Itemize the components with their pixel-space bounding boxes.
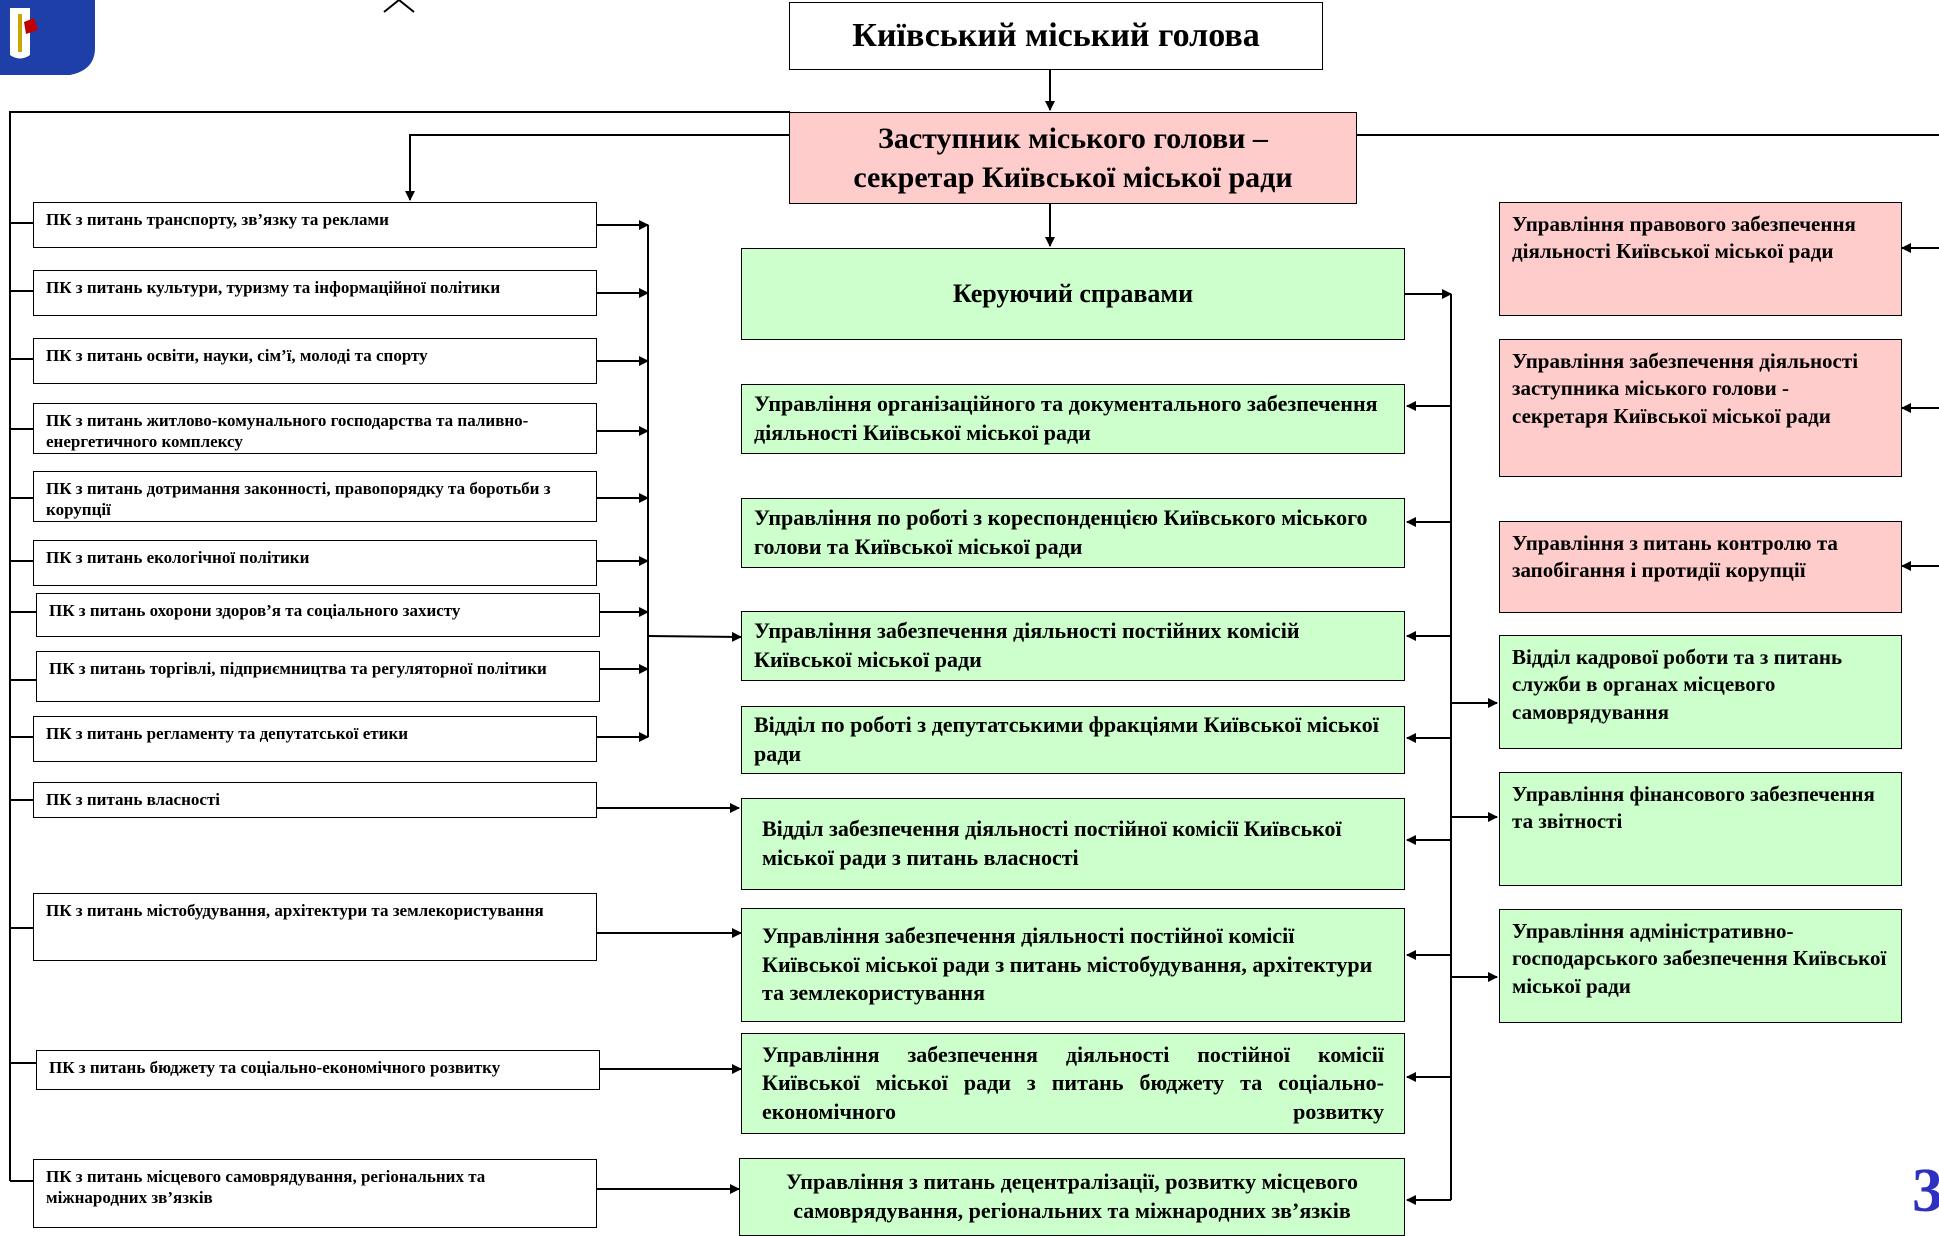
unit-label: Відділ кадрової роботи та з питань служб… xyxy=(1512,645,1843,724)
commission-label: ПК з питань бюджету та соціально-економі… xyxy=(49,1058,501,1077)
commission-label: ПК з питань освіти, науки, сім’ї, молоді… xyxy=(46,346,428,365)
center-unit-2: Управління по роботі з кореспонденцією К… xyxy=(741,498,1405,568)
unit-label: Управління забезпечення діяльності пості… xyxy=(762,923,1373,1006)
center-unit-1: Управління організаційного та документал… xyxy=(741,384,1405,454)
commission-box-11: ПК з питань містобудування, архітектури … xyxy=(33,893,597,961)
commission-box-12: ПК з питань бюджету та соціально-економі… xyxy=(36,1050,600,1090)
page-number: 3 xyxy=(1912,1157,1939,1225)
unit-label: Управління забезпечення діяльності пості… xyxy=(762,1041,1384,1124)
commission-label: ПК з питань транспорту, зв’язку та рекла… xyxy=(46,210,389,229)
commission-label: ПК з питань регламенту та депутатської е… xyxy=(46,724,409,743)
unit-label: Відділ забезпечення діяльності постійної… xyxy=(762,816,1342,870)
deputy-unit-1: Управління правового забезпечення діяльн… xyxy=(1499,202,1902,316)
unit-label: Управління адміністративно-господарськог… xyxy=(1512,919,1887,998)
mayor-label: Київський міський голова xyxy=(852,16,1260,54)
commission-label: ПК з питань дотримання законності, право… xyxy=(46,479,551,520)
deputy-unit-3: Управління з питань контролю та запобіга… xyxy=(1499,521,1902,613)
manager-box: Керуючий справами xyxy=(741,248,1405,340)
commission-label: ПК з питань власності xyxy=(46,790,221,809)
deputy-box: Заступник міського голови – секретар Киї… xyxy=(789,112,1357,204)
commission-box-1: ПК з питань транспорту, зв’язку та рекла… xyxy=(33,202,597,248)
commission-box-7: ПК з питань охорони здоров’я та соціальн… xyxy=(36,593,600,637)
unit-label: Управління з питань децентралізації, роз… xyxy=(785,1169,1359,1223)
center-unit-7: Управління забезпечення діяльності пості… xyxy=(741,1033,1405,1134)
commission-label: ПК з питань охорони здоров’я та соціальн… xyxy=(49,601,461,620)
commission-box-5: ПК з питань дотримання законності, право… xyxy=(33,471,597,522)
unit-label: Управління фінансового забезпечення та з… xyxy=(1512,782,1875,834)
kyiv-emblem-icon xyxy=(0,0,95,75)
mayor-box: Київський міський голова xyxy=(789,2,1323,70)
commission-box-3: ПК з питань освіти, науки, сім’ї, молоді… xyxy=(33,338,597,384)
unit-label: Управління забезпечення діяльності засту… xyxy=(1512,349,1859,428)
manager-unit-3: Управління адміністративно-господарськог… xyxy=(1499,909,1902,1023)
deputy-label: Заступник міського голови – секретар Киї… xyxy=(853,122,1293,194)
commission-box-9: ПК з питань регламенту та депутатської е… xyxy=(33,716,597,762)
unit-label: Управління по роботі з кореспонденцією К… xyxy=(754,505,1368,559)
commission-label: ПК з питань містобудування, архітектури … xyxy=(46,901,544,920)
center-unit-4: Відділ по роботі з депутатськими фракція… xyxy=(741,706,1405,774)
commission-box-13: ПК з питань місцевого самоврядування, ре… xyxy=(33,1159,597,1228)
unit-label: Відділ по роботі з депутатськими фракція… xyxy=(754,712,1379,766)
commission-box-2: ПК з питань культури, туризму та інформа… xyxy=(33,270,597,316)
manager-unit-1: Відділ кадрової роботи та з питань служб… xyxy=(1499,635,1902,749)
commission-label: ПК з питань екологічної політики xyxy=(46,548,310,567)
manager-label: Керуючий справами xyxy=(952,279,1194,309)
commission-box-10: ПК з питань власності xyxy=(33,782,597,818)
unit-label: Управління правового забезпечення діяльн… xyxy=(1512,212,1856,264)
deputy-unit-2: Управління забезпечення діяльності засту… xyxy=(1499,339,1902,477)
commission-box-8: ПК з питань торгівлі, підприємництва та … xyxy=(36,651,600,702)
commission-label: ПК з питань місцевого самоврядування, ре… xyxy=(46,1167,486,1208)
commission-label: ПК з питань торгівлі, підприємництва та … xyxy=(49,659,547,678)
unit-label: Управління забезпечення діяльності пості… xyxy=(754,618,1300,672)
commission-label: ПК з питань культури, туризму та інформа… xyxy=(46,278,501,297)
center-unit-3: Управління забезпечення діяльності пості… xyxy=(741,611,1405,681)
center-unit-8: Управління з питань децентралізації, роз… xyxy=(739,1158,1405,1236)
decorative-mark-icon xyxy=(383,0,415,13)
unit-label: Управління організаційного та документал… xyxy=(754,391,1378,445)
commission-label: ПК з питань житлово-комунального господа… xyxy=(46,411,529,452)
manager-unit-2: Управління фінансового забезпечення та з… xyxy=(1499,772,1902,886)
unit-label: Управління з питань контролю та запобіга… xyxy=(1512,531,1838,583)
commission-box-6: ПК з питань екологічної політики xyxy=(33,540,597,586)
commission-box-4: ПК з питань житлово-комунального господа… xyxy=(33,403,597,454)
center-unit-5: Відділ забезпечення діяльності постійної… xyxy=(741,798,1405,890)
center-unit-6: Управління забезпечення діяльності пості… xyxy=(741,908,1405,1022)
